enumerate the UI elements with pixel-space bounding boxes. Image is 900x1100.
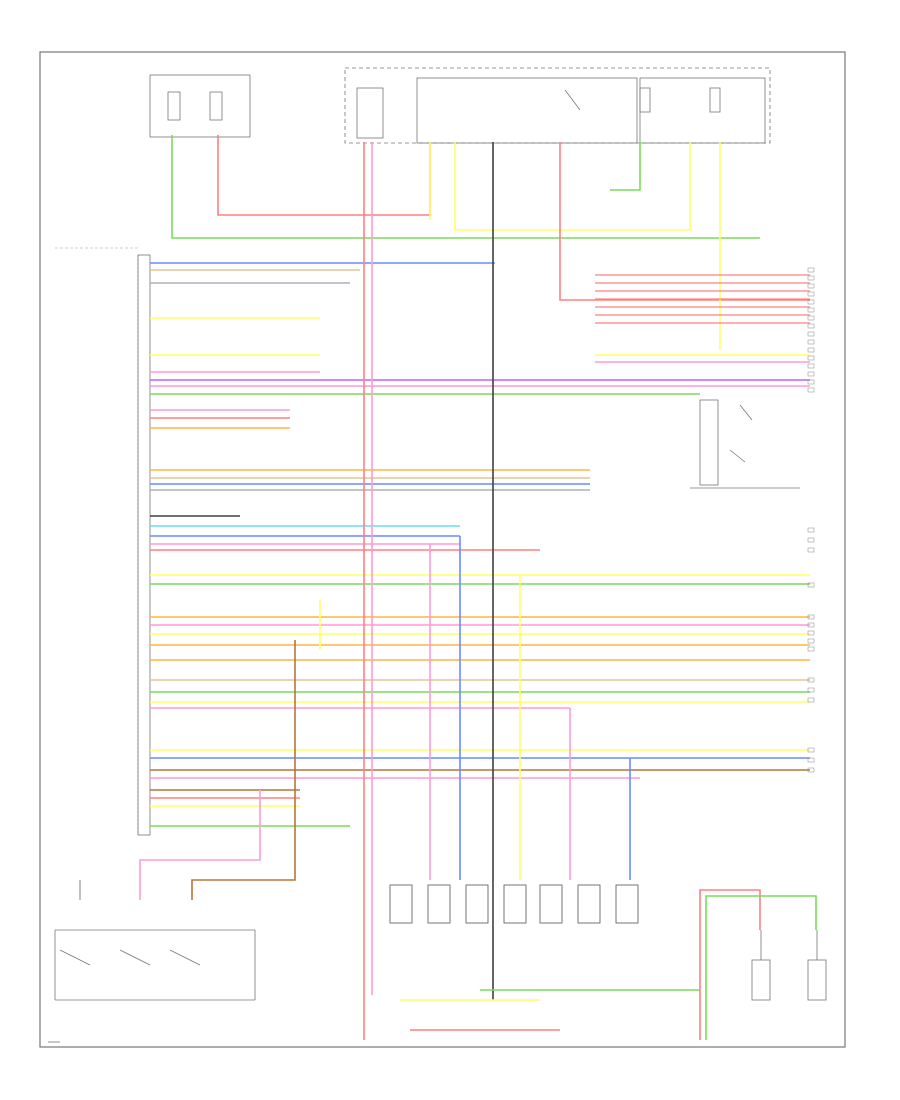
wire-top-red: [559, 142, 810, 301]
power-distribution-box: [344, 67, 771, 144]
connector-pin-12: [807, 363, 815, 369]
connector-pin-5: [807, 307, 815, 313]
connector-pin-14: [807, 379, 815, 385]
connector-pin-28: [807, 747, 815, 753]
connector-pin-17: [807, 537, 815, 543]
connector-pin-13: [807, 371, 815, 377]
right-edge-connectors: [807, 267, 815, 773]
connector-pin-7: [807, 323, 815, 329]
sensor-assembly: [54, 929, 256, 1001]
connector-pin-3: [807, 291, 815, 297]
connector-pin-24: [807, 646, 815, 652]
bottom-modules: [389, 884, 639, 924]
connector-pin-8: [807, 331, 815, 337]
relay-module-1: [427, 884, 451, 924]
relay-module-3: [503, 884, 527, 924]
connector-pin-21: [807, 622, 815, 628]
connector-pin-27: [807, 697, 815, 703]
wire-feed-red: [217, 135, 431, 216]
wire-top-green: [610, 142, 641, 191]
connector-pin-4: [807, 299, 815, 305]
hot-at-all-times-fuse-block: [149, 74, 251, 138]
connector-pin-23: [807, 638, 815, 644]
wires: [79, 135, 817, 1040]
connector-pin-0: [807, 267, 815, 273]
connector-pin-20: [807, 614, 815, 620]
connector-pin-15: [807, 387, 815, 393]
connector-pin-16: [807, 527, 815, 533]
diagram-border: [39, 51, 846, 1048]
connector-pin-30: [807, 767, 815, 773]
connector-pin-9: [807, 339, 815, 345]
connector-pin-1: [807, 275, 815, 281]
switch-assembly: [690, 399, 800, 489]
wire-v-red-right: [699, 889, 761, 1040]
connector-pin-18: [807, 547, 815, 553]
connector-pin-19: [807, 582, 815, 588]
wire-feed-green: [171, 135, 760, 239]
relay-module-0: [389, 884, 413, 924]
wire-top-yellow2: [454, 142, 691, 231]
wire-v-brown: [191, 640, 296, 900]
connector-pin-22: [807, 630, 815, 636]
relay-module-2: [465, 884, 489, 924]
connector-pin-25: [807, 677, 815, 683]
connector-pin-11: [807, 355, 815, 361]
wire-v-green-right: [705, 895, 817, 1040]
relay-module-4: [539, 884, 563, 924]
actuators: [751, 930, 827, 1001]
connector-pin-6: [807, 315, 815, 321]
connector-pin-26: [807, 687, 815, 693]
connector-pin-2: [807, 283, 815, 289]
pcm-connector: [55, 247, 151, 836]
wire-v-pink3: [139, 790, 261, 900]
relay-module-5: [577, 884, 601, 924]
connector-pin-29: [807, 757, 815, 763]
relay-module-6: [615, 884, 639, 924]
connector-pin-10: [807, 347, 815, 353]
